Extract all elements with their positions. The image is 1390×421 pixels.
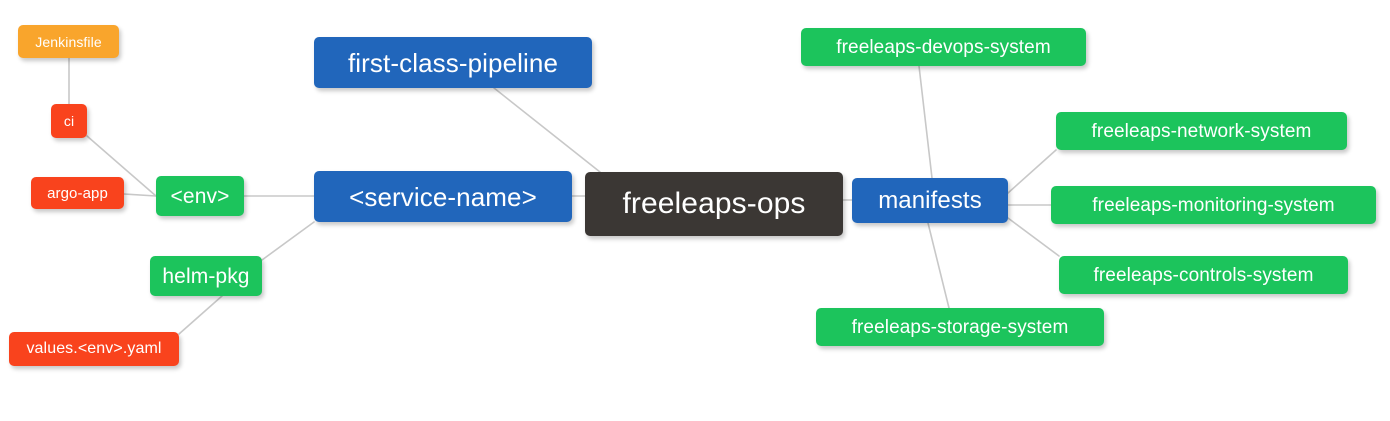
node-freeleaps-network-system[interactable]: freeleaps-network-system xyxy=(1056,112,1347,150)
node-label-freeleaps-ops: freeleaps-ops xyxy=(622,187,806,220)
node-label-jenkinsfile: Jenkinsfile xyxy=(35,33,102,50)
node-jenkinsfile[interactable]: Jenkinsfile xyxy=(18,25,119,58)
node-env[interactable]: <env> xyxy=(156,176,244,216)
node-label-values-env-yaml: values.<env>.yaml xyxy=(26,340,162,357)
node-values-env-yaml[interactable]: values.<env>.yaml xyxy=(9,332,179,366)
edge-argo-app-to-env xyxy=(123,193,157,197)
node-freeleaps-monitoring-system[interactable]: freeleaps-monitoring-system xyxy=(1051,186,1376,224)
node-ci[interactable]: ci xyxy=(51,104,87,138)
edge-manifests-to-freeleaps-devops-system xyxy=(918,65,933,179)
node-label-ci: ci xyxy=(63,113,75,129)
node-label-service-name: <service-name> xyxy=(349,181,537,212)
node-service-name[interactable]: <service-name> xyxy=(314,171,572,222)
node-label-freeleaps-monitoring-system: freeleaps-monitoring-system xyxy=(1092,194,1335,216)
edge-first-class-pipeline-to-freeleaps-ops xyxy=(493,87,601,173)
edge-values-env-yaml-to-helm-pkg xyxy=(178,295,223,335)
node-label-freeleaps-devops-system: freeleaps-devops-system xyxy=(836,36,1051,58)
edge-helm-pkg-to-service-name xyxy=(261,221,315,261)
node-label-helm-pkg: helm-pkg xyxy=(162,264,250,288)
node-freeleaps-devops-system[interactable]: freeleaps-devops-system xyxy=(801,28,1086,66)
node-label-argo-app: argo-app xyxy=(47,184,108,202)
node-label-manifests: manifests xyxy=(878,186,982,214)
node-label-freeleaps-controls-system: freeleaps-controls-system xyxy=(1093,264,1314,286)
node-label-freeleaps-network-system: freeleaps-network-system xyxy=(1091,120,1312,142)
edge-manifests-to-freeleaps-network-system xyxy=(1007,149,1057,194)
node-label-env: <env> xyxy=(170,184,230,208)
node-manifests[interactable]: manifests xyxy=(852,178,1008,223)
edge-manifests-to-freeleaps-controls-system xyxy=(1007,217,1060,257)
node-label-first-class-pipeline: first-class-pipeline xyxy=(347,47,559,78)
edge-manifests-to-freeleaps-storage-system xyxy=(927,222,950,309)
node-first-class-pipeline[interactable]: first-class-pipeline xyxy=(314,37,592,88)
node-argo-app[interactable]: argo-app xyxy=(31,177,124,209)
node-freeleaps-ops[interactable]: freeleaps-ops xyxy=(585,172,843,236)
node-helm-pkg[interactable]: helm-pkg xyxy=(150,256,262,296)
node-freeleaps-controls-system[interactable]: freeleaps-controls-system xyxy=(1059,256,1348,294)
node-label-freeleaps-storage-system: freeleaps-storage-system xyxy=(851,316,1069,338)
node-freeleaps-storage-system[interactable]: freeleaps-storage-system xyxy=(816,308,1104,346)
